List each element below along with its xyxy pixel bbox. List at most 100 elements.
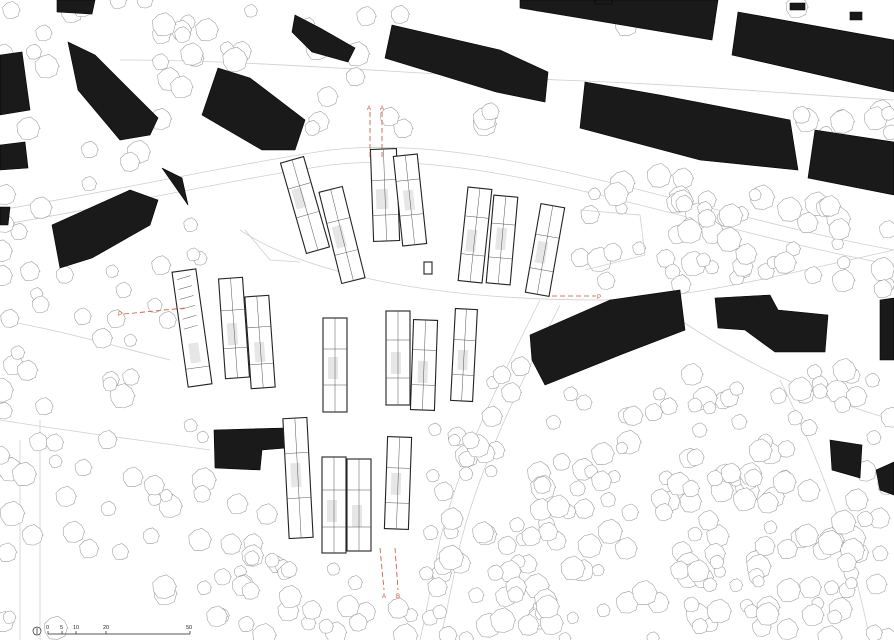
tree-icon (448, 433, 462, 447)
existing-building (789, 2, 806, 11)
tree-icon (349, 613, 368, 632)
tree-icon (817, 625, 843, 640)
housing-block (279, 155, 331, 255)
tree-icon (252, 623, 277, 640)
tree-icon (152, 12, 177, 37)
tree-icon (570, 247, 591, 267)
housing-block (383, 436, 413, 530)
tree-icon (264, 552, 280, 568)
tree-icon (687, 559, 711, 582)
tree-icon (881, 105, 894, 121)
tree-icon (883, 124, 894, 140)
tree-icon (472, 521, 495, 544)
housing-block (346, 458, 372, 552)
tree-icon (481, 102, 500, 121)
existing-buildings (0, 0, 894, 496)
tree-icon (20, 261, 41, 281)
tree-icon (206, 605, 229, 627)
tree-icon (327, 562, 341, 576)
tree-icon (600, 491, 617, 508)
tree-icon (74, 458, 93, 477)
tree-icon (26, 43, 43, 60)
housing-block (322, 317, 348, 413)
tree-icon (256, 503, 279, 525)
tree-icon (49, 454, 63, 468)
existing-building (807, 129, 894, 196)
tree-icon (632, 241, 647, 255)
tree-icon (32, 295, 50, 313)
existing-building (529, 289, 686, 386)
tree-icon (214, 568, 232, 586)
tree-icon (174, 26, 192, 43)
housing-block (409, 319, 439, 411)
existing-building (56, 0, 96, 15)
tree-icon (697, 208, 717, 228)
existing-building (384, 24, 549, 103)
tree-icon (183, 418, 198, 433)
tree-icon (0, 445, 11, 465)
tree-icon (744, 468, 764, 487)
tree-icon (672, 167, 695, 189)
tree-icon (393, 623, 419, 640)
existing-building (731, 11, 894, 93)
tree-icon (837, 552, 858, 572)
tree-icon (729, 381, 745, 396)
tree-icon (560, 555, 586, 581)
tree-icon (872, 545, 889, 562)
housing-block (392, 153, 428, 247)
housing-block (171, 268, 213, 388)
tree-icon (706, 598, 733, 624)
tree-icon (102, 376, 118, 392)
tree-icon (35, 397, 54, 416)
tree-icon (845, 488, 869, 512)
tree-icon (440, 507, 464, 530)
tree-icon (792, 105, 811, 124)
housing-block (524, 202, 566, 298)
tree-icon (873, 279, 893, 298)
tree-icon (0, 264, 14, 286)
tree-icon (468, 587, 485, 603)
tree-icon (748, 438, 773, 463)
tree-icon (837, 255, 851, 269)
tree-icon (828, 218, 852, 240)
housing-block (321, 456, 347, 554)
tree-icon (752, 575, 765, 588)
tree-icon (801, 603, 825, 626)
tree-icon (458, 631, 475, 640)
existing-building (829, 439, 863, 479)
tree-icon (755, 602, 780, 626)
tree-icon (785, 241, 802, 257)
tree-icon (136, 0, 154, 9)
tree-icon (0, 401, 14, 420)
tree-icon (646, 163, 673, 188)
tree-icon (538, 521, 559, 542)
tree-icon (152, 574, 178, 599)
section-marker-a: A (380, 106, 384, 112)
housing-block (318, 185, 366, 285)
tree-icon (683, 596, 700, 613)
tree-icon (797, 478, 821, 502)
tree-icon (691, 618, 709, 634)
tree-icon (675, 194, 694, 213)
tree-icon (122, 466, 144, 488)
tree-icon (0, 542, 18, 562)
tree-icon (109, 0, 128, 9)
tree-icon (576, 394, 593, 411)
existing-building (849, 11, 863, 21)
tree-icon (682, 479, 701, 497)
tree-icon (2, 610, 17, 624)
tree-icon (481, 405, 504, 427)
tree-icon (62, 520, 86, 543)
tree-icon (588, 187, 602, 200)
tree-icon (680, 363, 704, 386)
tree-icon (535, 594, 561, 619)
tree-icon (238, 615, 255, 632)
tree-icon (615, 441, 629, 454)
section-marker-a: A (367, 106, 371, 112)
existing-building (67, 41, 159, 141)
kiosk (423, 261, 433, 275)
tree-icon (487, 564, 505, 581)
tree-icon (795, 523, 820, 547)
section-marker-a: A (382, 594, 386, 600)
